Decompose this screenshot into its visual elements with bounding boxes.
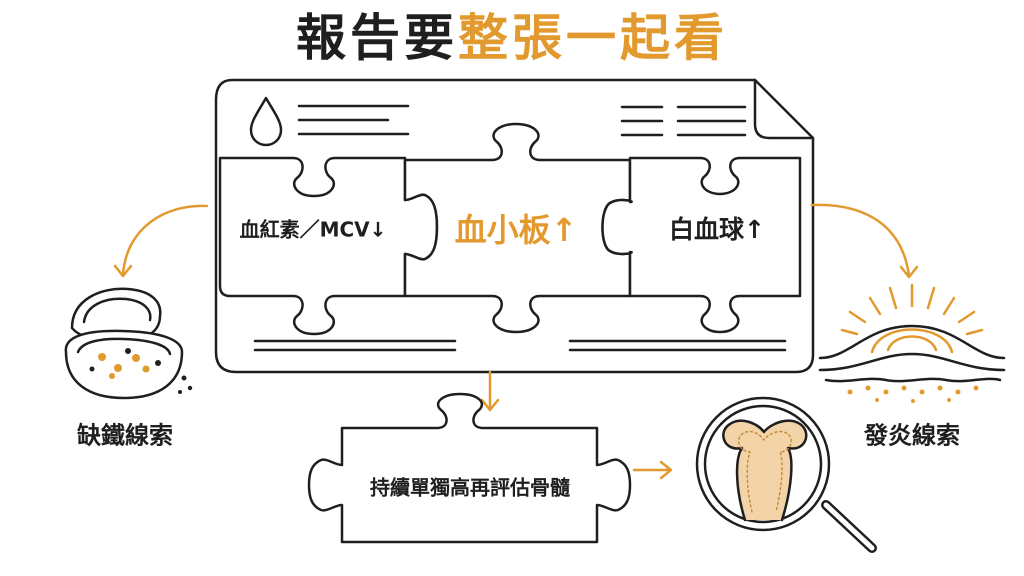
lab-report-icon (214, 78, 815, 374)
action-label: 持續單獨高再評估骨髓 (370, 475, 570, 500)
bone-marrow-magnifier-icon (695, 396, 877, 553)
shell-icon (64, 287, 193, 400)
inflammation-clue-label: 發炎線索 (864, 421, 960, 450)
page-title: 報告要整張一起看 (0, 6, 1024, 70)
puzzle-piece-platelet (403, 122, 633, 334)
iron-clue-label: 缺鐵線索 (77, 421, 173, 450)
wbc-label: 白血球↑ (669, 215, 765, 244)
inflammation-icon (818, 283, 1006, 403)
puzzle-piece-action (307, 392, 632, 544)
arrow-to-iron (121, 204, 209, 277)
title-accent-part: 整張一起看 (458, 9, 728, 67)
arrow-to-inflammation (810, 203, 911, 278)
blood-drop-icon (249, 96, 283, 147)
title-dark-part: 報告要 (296, 9, 458, 67)
platelet-label: 血小板↑ (454, 211, 578, 249)
bone-icon (722, 419, 808, 522)
hemoglobin-label: 血紅素／MCV↓ (239, 217, 387, 242)
puzzle-piece-wbc (601, 156, 802, 334)
